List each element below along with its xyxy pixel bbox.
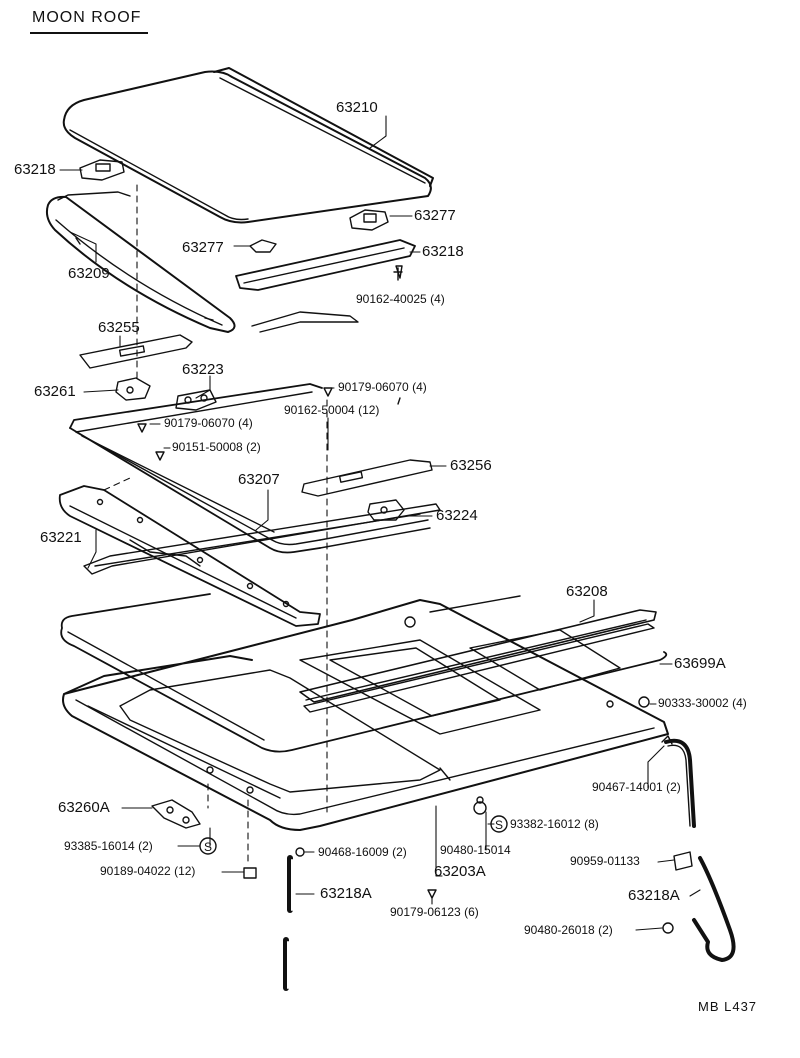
- label-90162-50004: 90162-50004 (12): [284, 403, 380, 417]
- frame-63221: [58, 485, 441, 627]
- label-63208: 63208: [566, 583, 608, 600]
- label-63203A: 63203A: [434, 863, 486, 880]
- label-63277-right: 63277: [414, 207, 456, 224]
- bracket-63260A: [151, 799, 201, 829]
- rail-63218-right: [235, 239, 416, 405]
- seal-63699A: [60, 593, 668, 753]
- drawing-code: MB L437: [698, 999, 758, 1014]
- alignment-dash-lines: [103, 184, 328, 867]
- s-mark-left: S: [204, 840, 212, 854]
- label-90179-06070-mid: 90179-06070 (4): [164, 416, 253, 430]
- label-90162-40025: 90162-40025 (4): [356, 292, 445, 306]
- label-63277-left: 63277: [182, 239, 224, 256]
- leader-lines: [59, 115, 701, 931]
- label-63221: 63221: [40, 529, 82, 546]
- label-90467-14001: 90467-14001 (2): [592, 780, 681, 794]
- label-93382-16012: 93382-16012 (8): [510, 817, 599, 831]
- bracket-63277-right: [349, 209, 389, 231]
- label-90333-30002: 90333-30002 (4): [658, 696, 747, 710]
- label-63255: 63255: [98, 319, 140, 336]
- plate-63256: [301, 459, 433, 497]
- plate-63255: [79, 334, 193, 369]
- title-underline: [30, 32, 148, 34]
- label-63209: 63209: [68, 265, 110, 282]
- label-63210: 63210: [336, 99, 378, 116]
- diagram-title: MOON ROOF: [32, 9, 142, 26]
- label-90480-15014: 90480-15014: [440, 843, 511, 857]
- glass-panel-63210: [62, 67, 434, 224]
- s-mark-symbols: S S: [199, 815, 508, 855]
- label-63218A-right: 63218A: [628, 887, 680, 904]
- label-90151-50008: 90151-50008 (2): [172, 440, 261, 454]
- label-90468-16009: 90468-16009 (2): [318, 845, 407, 859]
- bracket-63261: [115, 377, 151, 401]
- label-63218-top: 63218: [14, 161, 56, 178]
- label-63207: 63207: [238, 471, 280, 488]
- label-90189-04022: 90189-04022 (12): [100, 864, 196, 878]
- rails-63208: [299, 609, 657, 713]
- label-90179-06123: 90179-06123 (6): [390, 905, 479, 919]
- label-63218-right: 63218: [422, 243, 464, 260]
- fasteners: [137, 265, 693, 934]
- label-63260A: 63260A: [58, 799, 110, 816]
- label-63218A-left: 63218A: [320, 885, 372, 902]
- frame-63207: [69, 383, 431, 554]
- label-63699A: 63699A: [674, 655, 726, 672]
- s-mark-right: S: [495, 818, 503, 832]
- bracket-63277-left: [249, 239, 277, 253]
- drain-hoses-63218A: [283, 738, 736, 991]
- label-93385-16014: 93385-16014 (2): [64, 839, 153, 853]
- label-90959-01133: 90959-01133: [570, 854, 640, 868]
- label-90480-26018: 90480-26018 (2): [524, 923, 613, 937]
- bracket-63218-top: [79, 159, 125, 181]
- roof-housing-frame: [62, 595, 669, 831]
- label-90179-06070-top: 90179-06070 (4): [338, 380, 427, 394]
- label-63256: 63256: [450, 457, 492, 474]
- label-63224: 63224: [436, 507, 478, 524]
- label-63261: 63261: [34, 383, 76, 400]
- label-63223: 63223: [182, 361, 224, 378]
- sunshade-63209: [45, 191, 359, 333]
